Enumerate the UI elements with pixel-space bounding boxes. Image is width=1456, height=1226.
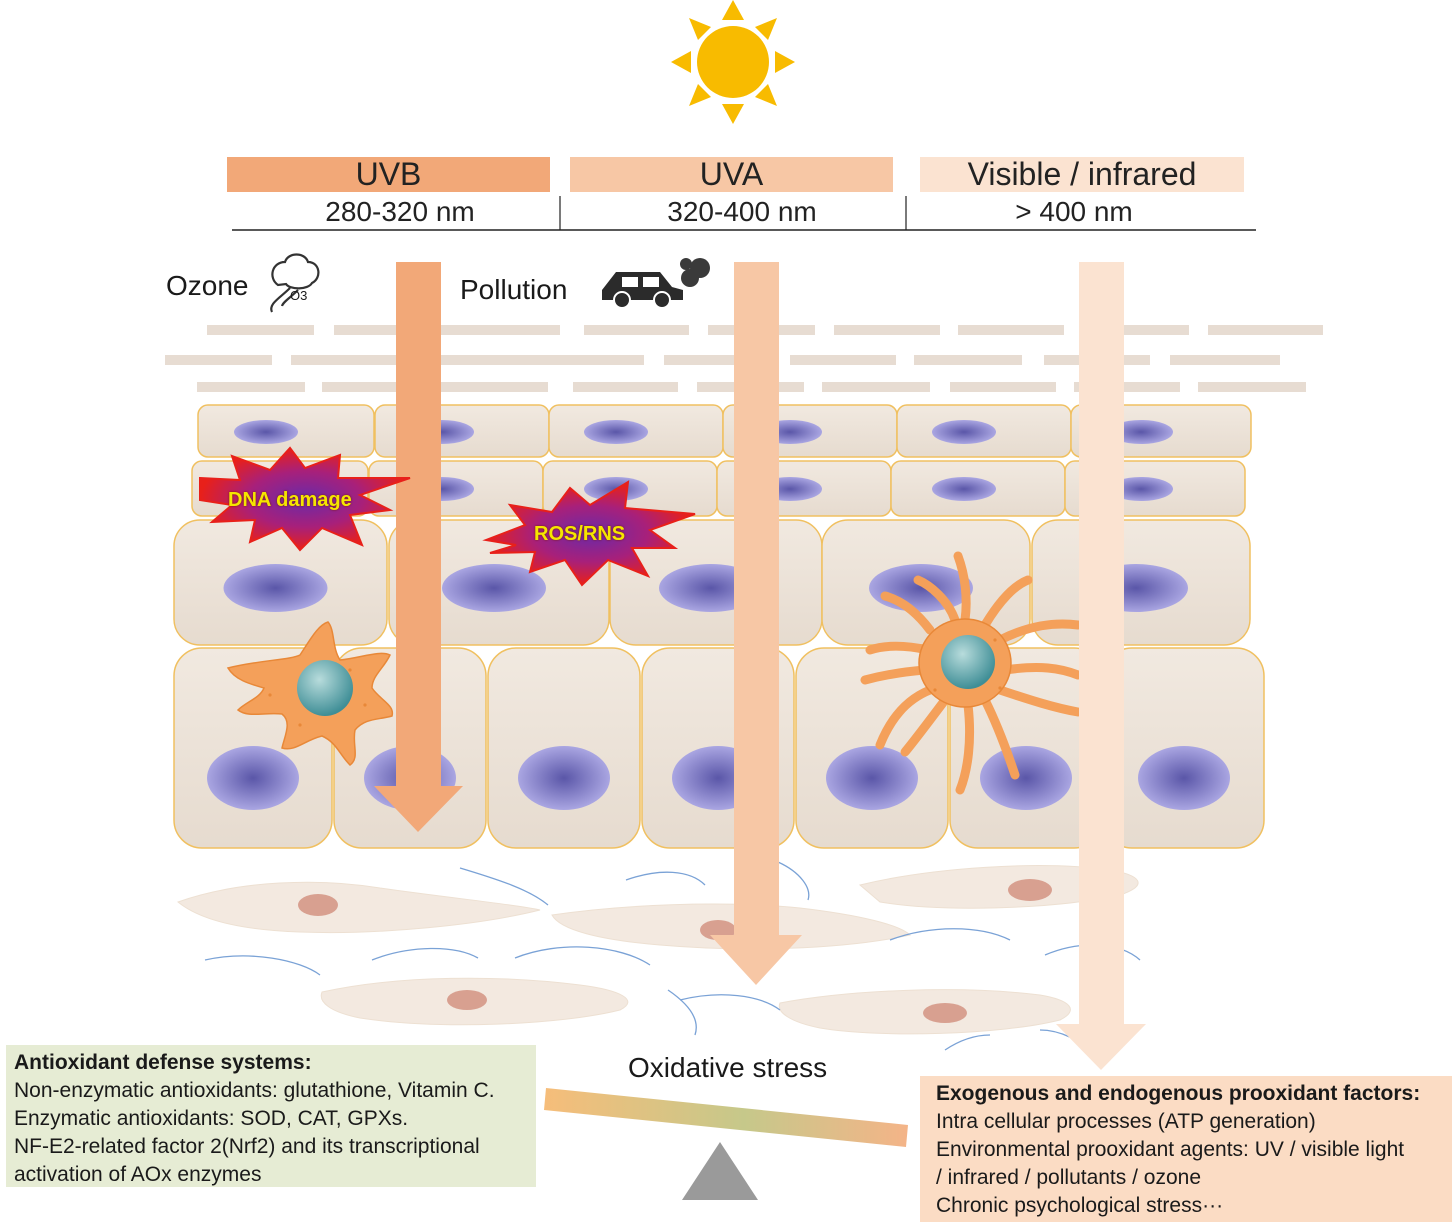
ozone-cloud-icon: [270, 253, 320, 313]
sun-icon: [671, 0, 795, 124]
balance-beam: [544, 1088, 908, 1147]
uvb-arrow: [374, 262, 463, 832]
dna-damage-label: DNA damage: [228, 489, 352, 511]
prooxidant-line: Environmental prooxidant agents: UV / vi…: [936, 1138, 1405, 1161]
antioxidant-box-title: Antioxidant defense systems:: [14, 1051, 312, 1074]
ozone-label: Ozone: [166, 270, 249, 301]
uva-band: [570, 157, 893, 192]
uvb-wavelength: 280-320 nm: [325, 196, 475, 227]
visible-arrow: [1056, 262, 1146, 1070]
keratinocyte-nucleus: [518, 746, 610, 810]
keratinocyte-nucleus: [442, 564, 546, 612]
keratinocyte-nucleus: [234, 420, 298, 444]
dna-damage-burst: [199, 446, 411, 552]
oxidative-stress-label: Oxidative stress: [628, 1052, 828, 1083]
visible-infrared-label: Visible / infrared: [967, 155, 1197, 192]
uva-arrow: [710, 262, 802, 985]
keratinocyte-nucleus: [1138, 746, 1230, 810]
melanocyte-right-body: [918, 618, 1012, 708]
prooxidant-factors-box: Exogenous and endogenous prooxidant fact…: [920, 1076, 1452, 1222]
uvb-label: UVB: [355, 155, 422, 192]
ozone-formula: O3: [290, 288, 308, 303]
keratinocyte-nucleus: [932, 420, 996, 444]
visible-wavelength: > 400 nm: [1015, 196, 1133, 227]
ros-rns-burst: [482, 480, 696, 587]
dermis: [176, 861, 1141, 1056]
keratinocyte-nucleus: [932, 477, 996, 501]
keratinocyte-nucleus: [1109, 477, 1173, 501]
keratinocyte-nucleus: [223, 564, 328, 612]
car-pollution-icon: [602, 258, 710, 309]
antioxidant-line: NF-E2-related factor 2(Nrf2) and its tra…: [14, 1135, 480, 1158]
prooxidant-line: Chronic psychological stress···: [936, 1194, 1224, 1217]
keratinocyte-nucleus: [980, 746, 1072, 810]
pollution-label: Pollution: [460, 274, 568, 305]
melanocyte-left: [226, 621, 394, 766]
prooxidant-line: / infrared / pollutants / ozone: [936, 1166, 1201, 1189]
antioxidant-line: Enzymatic antioxidants: SOD, CAT, GPXs.: [14, 1107, 409, 1130]
uva-label: UVA: [699, 155, 764, 192]
balance-fulcrum: [682, 1142, 758, 1200]
uvb-band: [227, 157, 550, 192]
antioxidant-defense-box: Antioxidant defense systems: Non-enzymat…: [6, 1045, 536, 1187]
uva-wavelength: 320-400 nm: [667, 196, 817, 227]
keratinocyte-nucleus: [584, 420, 648, 444]
keratinocyte-nucleus: [826, 746, 918, 810]
prooxidant-line: Intra cellular processes (ATP generation…: [936, 1110, 1316, 1133]
keratinocyte-nucleus: [1109, 420, 1173, 444]
visible-band: [920, 157, 1244, 192]
antioxidant-line: Non-enzymatic antioxidants: glutathione,…: [14, 1079, 495, 1102]
prooxidant-box-title: Exogenous and endogenous prooxidant fact…: [936, 1082, 1421, 1105]
ros-rns-label: ROS/RNS: [534, 523, 626, 545]
keratinocyte-nucleus: [869, 564, 973, 612]
antioxidant-line: activation of AOx enzymes: [14, 1163, 262, 1186]
keratinocyte-nucleus: [207, 746, 299, 810]
